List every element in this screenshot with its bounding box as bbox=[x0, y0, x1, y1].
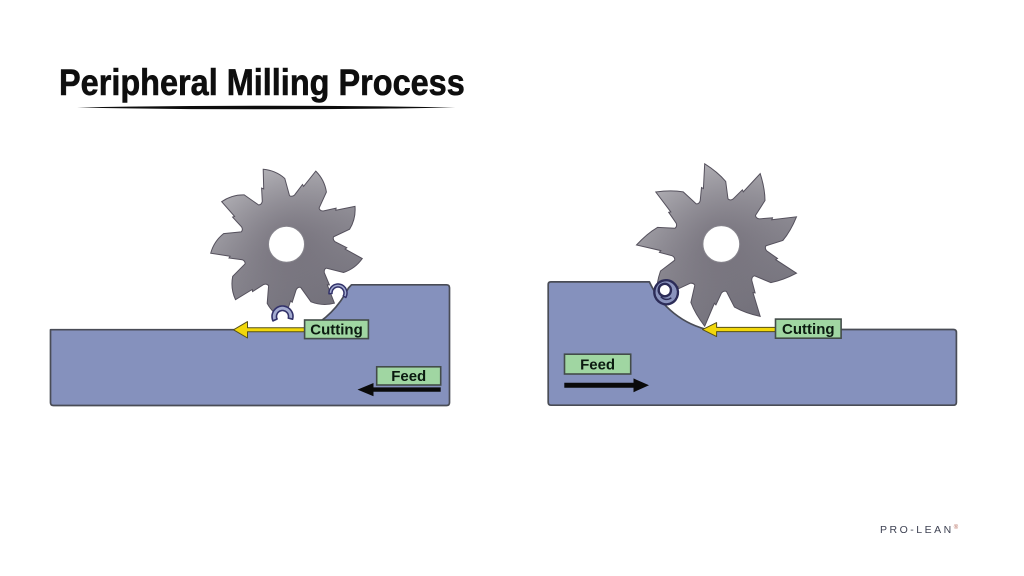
svg-text:Feed: Feed bbox=[580, 356, 615, 373]
svg-text:Cutting: Cutting bbox=[310, 322, 362, 339]
svg-text:Cutting: Cutting bbox=[782, 321, 834, 338]
svg-text:Feed: Feed bbox=[391, 368, 426, 385]
